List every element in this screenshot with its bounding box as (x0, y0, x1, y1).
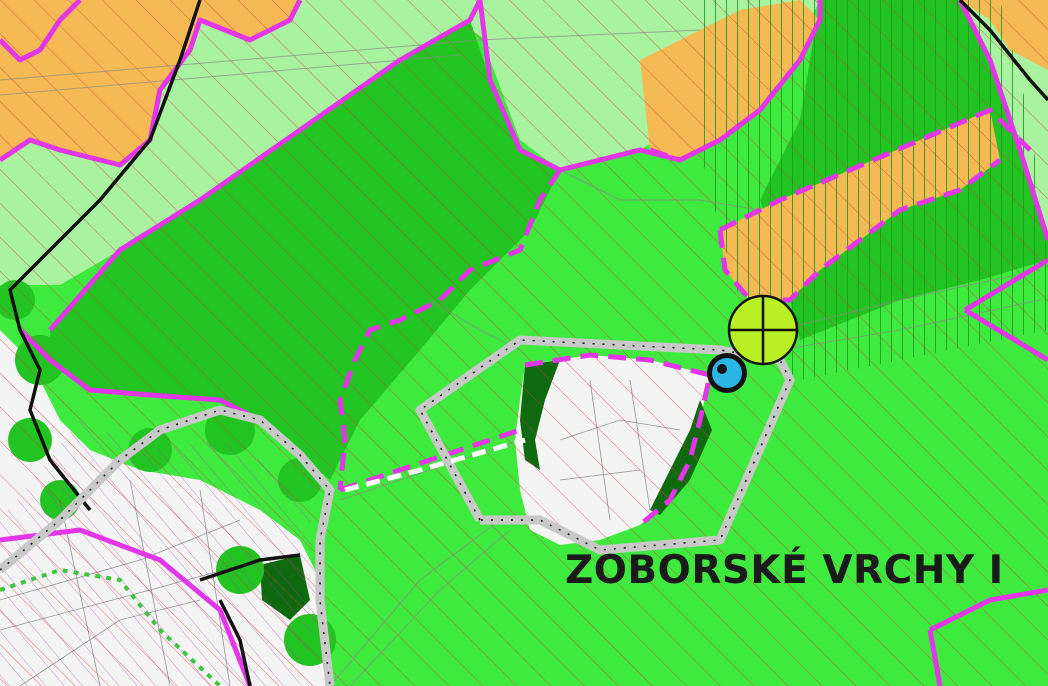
parcel-lines (0, 29, 1041, 686)
municipal-boundary (8, 0, 1048, 686)
cyan-point-icon (707, 353, 747, 393)
purple-hatch-urban (0, 420, 320, 686)
green-dotted-path (0, 567, 222, 686)
crosshair-circle-icon (727, 294, 799, 366)
access-road (344, 437, 526, 493)
protected-area-boundary (0, 335, 795, 686)
vertical-hatch-zone (700, 0, 1048, 380)
area-label: ZOBORSKÉ VRCHY I (565, 548, 1004, 593)
dashed-magenta-boundary (337, 58, 1032, 527)
